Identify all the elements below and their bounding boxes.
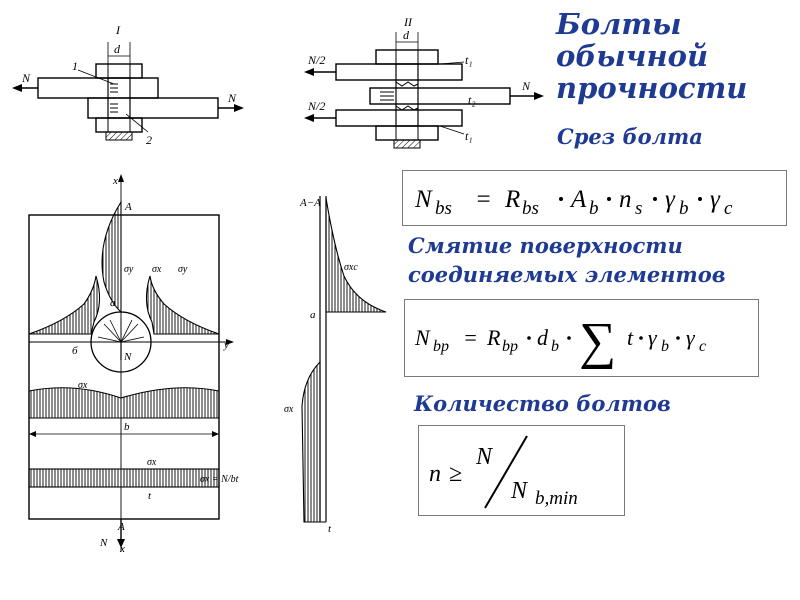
ss-d-label: d [114, 42, 121, 56]
f1-gamma-b-sub: b [679, 198, 689, 219]
heading-bearing-line-1: Смятие поверхности [408, 233, 683, 258]
ds-d-label: d [403, 28, 410, 42]
f1-eq: = [475, 186, 492, 213]
ss-n-left: N [21, 71, 31, 85]
pl-sigma-y-left: σy [124, 264, 134, 275]
pl-sigma-x-mid: σx [78, 380, 88, 391]
pl-x-bottom: x [119, 543, 125, 555]
f2-d: d [537, 325, 549, 350]
ss-mark-1: 1 [72, 59, 78, 73]
title-line-2: обычной [556, 39, 709, 73]
single-shear-diagram: I d N N 1 2 [12, 23, 244, 147]
f3-n: n [429, 461, 441, 487]
pl-sigma-y-right: σy [178, 264, 188, 275]
aa-t: t [328, 523, 332, 535]
bearing-formula-box: N bp = R bp d b ∑ t γ b γ c [404, 299, 759, 377]
pl-b-width: b [124, 421, 130, 433]
double-shear-diagram: II d N/2 N/2 N t₁ t₂ t₁ [304, 15, 544, 149]
aa-a-point: a [310, 309, 316, 321]
bearing-formula: N bp = R bp d b ∑ t γ b γ c [414, 313, 706, 370]
f1-lhs: N [414, 186, 433, 213]
f1-lhs-sub: bs [435, 198, 452, 219]
ds-t2: t₂ [468, 93, 476, 107]
f2-r-sub: bp [502, 338, 518, 355]
f1-r-sub: bs [522, 198, 539, 219]
ds-section-label: II [403, 15, 413, 29]
pl-b-point: б [72, 345, 78, 357]
ss-mark-2: 2 [146, 133, 152, 147]
pl-t: t [148, 490, 152, 502]
ds-n-right: N [521, 79, 531, 93]
f2-gamma-b-sub: b [661, 338, 669, 355]
ds-t1-bottom: t₁ [465, 129, 473, 143]
ds-n-half-bottom: N/2 [307, 99, 325, 113]
title-line-3: прочности [556, 71, 748, 105]
slide-title: Болты обычной прочности [556, 8, 796, 104]
f1-gamma-c-sub: c [724, 198, 733, 219]
f1-r: R [504, 186, 520, 213]
pl-a-top: A [124, 201, 132, 213]
f2-lhs: N [414, 325, 431, 350]
title-line-1: Болты [556, 7, 682, 41]
f2-sum: ∑ [579, 313, 616, 370]
count-formula: n ≥ N N b,min [429, 435, 578, 509]
count-formula-box: n ≥ N N b,min [418, 425, 625, 516]
aa-sigma-x: σx [284, 404, 294, 415]
pl-sigma-x-low: σx [147, 457, 157, 468]
pl-a-point: a [110, 297, 116, 309]
ds-t1-top: t₁ [465, 53, 473, 67]
f2-gamma-c-sub: c [699, 338, 706, 355]
f2-t: t [627, 325, 634, 350]
f1-n: n [619, 186, 632, 213]
f2-gamma-b: γ [648, 325, 658, 350]
aa-sigma-xc: σxc [344, 262, 358, 273]
ss-section-label: I [115, 23, 121, 37]
plate-stress-diagram: x A σy σx σy a б y N σx b σx σx = N/bt t… [28, 174, 239, 555]
section-aa-diagram: A−A σxc a σx t [284, 196, 387, 535]
f1-gamma-b: γ [665, 186, 676, 213]
pl-a-bottom: A [117, 521, 125, 533]
pl-n-force: N [123, 351, 132, 363]
ss-n-right: N [227, 91, 237, 105]
f1-n-sub: s [635, 198, 642, 219]
pl-y-axis: y [223, 339, 229, 351]
f1-a-sub: b [589, 198, 599, 219]
f3-den: N [510, 478, 529, 504]
heading-shear: Срез болта [557, 124, 703, 149]
heading-count: Количество болтов [414, 391, 671, 416]
f2-lhs-sub: bp [433, 338, 449, 355]
pl-sigma-formula: σx = N/bt [200, 474, 239, 485]
f1-a: A [569, 186, 587, 213]
aa-title: A−A [299, 197, 321, 209]
pl-n-bottom: N [99, 537, 108, 549]
shear-formula-box: N bs = R bs A b n s γ b γ c [402, 170, 787, 226]
f1-gamma-c: γ [710, 186, 721, 213]
ds-n-half-top: N/2 [307, 53, 325, 67]
shear-formula: N bs = R bs A b n s γ b γ c [414, 186, 733, 219]
f3-den-sub: b,min [535, 488, 578, 509]
f2-r: R [486, 325, 501, 350]
f3-num: N [475, 444, 494, 470]
pl-x-top: x [112, 175, 118, 187]
pl-sigma-x: σx [152, 264, 162, 275]
f2-gamma-c: γ [686, 325, 696, 350]
heading-bearing-line-2: соединяемых элементов [408, 262, 726, 287]
f2-d-sub: b [551, 338, 559, 355]
f3-ge: ≥ [449, 461, 462, 487]
f2-eq: = [463, 325, 478, 350]
